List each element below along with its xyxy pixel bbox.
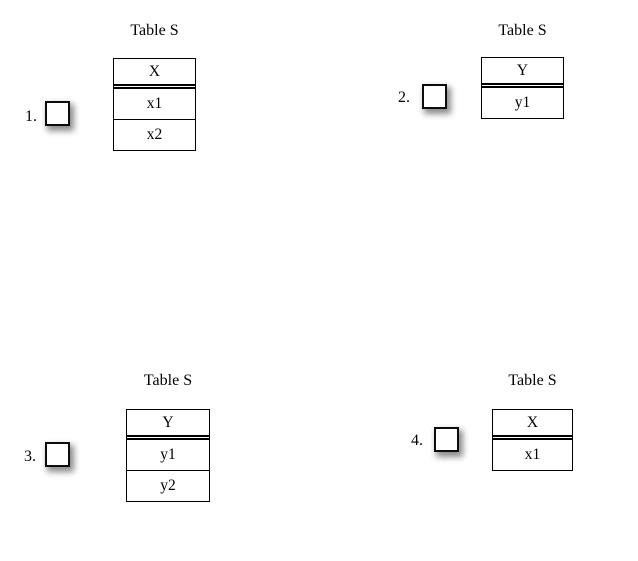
table-cell: y2: [127, 470, 209, 501]
option-4-table-title: Table S: [508, 372, 557, 389]
option-3-checkbox[interactable]: [45, 442, 70, 467]
option-4-checkbox[interactable]: [434, 427, 459, 452]
option-3-table: Y y1 y2: [126, 409, 210, 502]
table-cell: x1: [524, 446, 541, 463]
table-header-cell: X: [114, 59, 195, 89]
option-1-table: X x1 x2: [113, 58, 196, 151]
option-3-number: 3.: [24, 448, 36, 465]
table-cell: y1: [514, 94, 531, 111]
table-header-cell: Y: [127, 410, 209, 440]
option-1-checkbox[interactable]: [45, 101, 70, 126]
table-cell: x1: [146, 95, 163, 112]
option-1-table-title: Table S: [130, 22, 179, 39]
option-2-table-title: Table S: [498, 22, 547, 39]
option-2-number: 2.: [398, 89, 410, 106]
option-3-table-title: Table S: [143, 372, 193, 389]
table-cell: y1: [160, 446, 176, 463]
table-header-cell: Y: [482, 58, 563, 88]
option-1-number: 1.: [25, 108, 37, 125]
table-header-cell: X: [493, 410, 572, 440]
option-2-table: Y y1: [481, 57, 564, 119]
option-2-checkbox[interactable]: [422, 84, 447, 109]
option-4-number: 4.: [411, 432, 423, 449]
option-4-table: X x1: [492, 409, 573, 471]
table-cell: x2: [114, 119, 195, 150]
